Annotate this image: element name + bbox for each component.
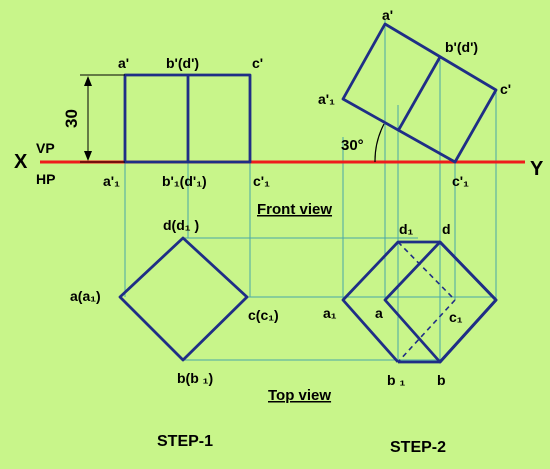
step2-top-visible-square: [383, 240, 498, 364]
step2-hidden-edges: [397, 241, 456, 363]
vp-label: VP: [36, 140, 55, 156]
step2-top-outline-left: [341, 240, 440, 363]
label-c-prime: c': [252, 55, 263, 71]
step1-front-view: [123, 73, 252, 164]
label-a-a1: a(a₁): [70, 288, 101, 304]
top-view-caption: Top view: [268, 387, 331, 404]
label-a-step2: a: [375, 305, 383, 321]
hp-label: HP: [36, 171, 55, 187]
step2-front-view: [341, 22, 498, 164]
step2-caption: STEP-2: [390, 439, 446, 456]
step1-caption: STEP-1: [157, 433, 213, 450]
projector-lines: [124, 20, 497, 362]
label-b-prime-d-prime: b'(d'): [166, 55, 199, 71]
label-c-prime-1-step2: c'₁: [452, 173, 469, 189]
height-dimension: [80, 74, 125, 163]
step1-top-square: [118, 236, 249, 362]
label-c-prime-1: c'₁: [253, 173, 270, 189]
y-label: Y: [530, 158, 544, 180]
label-d1-step2: d₁: [399, 221, 414, 237]
step2-top-view: [341, 240, 498, 364]
label-c-c1: c(c₁): [248, 307, 279, 323]
label-a1-step2: a₁: [323, 305, 337, 321]
label-a-prime-1: a'₁: [103, 173, 120, 189]
label-b1-step2: b ₁: [387, 372, 405, 388]
label-b-prime-d-prime-step2: b'(d'): [445, 39, 478, 55]
label-b-b1: b(b ₁): [177, 370, 213, 386]
step2-front-middle-edge: [396, 56, 442, 132]
label-a-prime-step2: a': [382, 7, 393, 23]
label-b-prime-1-d-prime-1: b'₁(d'₁): [162, 173, 207, 189]
angle-arc: [374, 123, 385, 163]
label-a-prime-1-step2: a'₁: [318, 91, 335, 107]
step2-front-rectangle: [341, 22, 498, 164]
label-a-prime: a': [118, 55, 129, 71]
label-d-d1: d(d₁ ): [163, 217, 199, 233]
dimension-30-label: 30: [62, 109, 81, 128]
angle-label: 30°: [341, 137, 364, 154]
label-c1-step2: c₁: [449, 309, 463, 325]
x-label: X: [14, 151, 28, 173]
label-c-prime-step2: c': [500, 81, 511, 97]
step1-top-view: [118, 236, 249, 362]
front-view-caption: Front view: [257, 201, 332, 218]
label-b-step2: b: [437, 372, 446, 388]
label-d-step2: d: [442, 221, 451, 237]
